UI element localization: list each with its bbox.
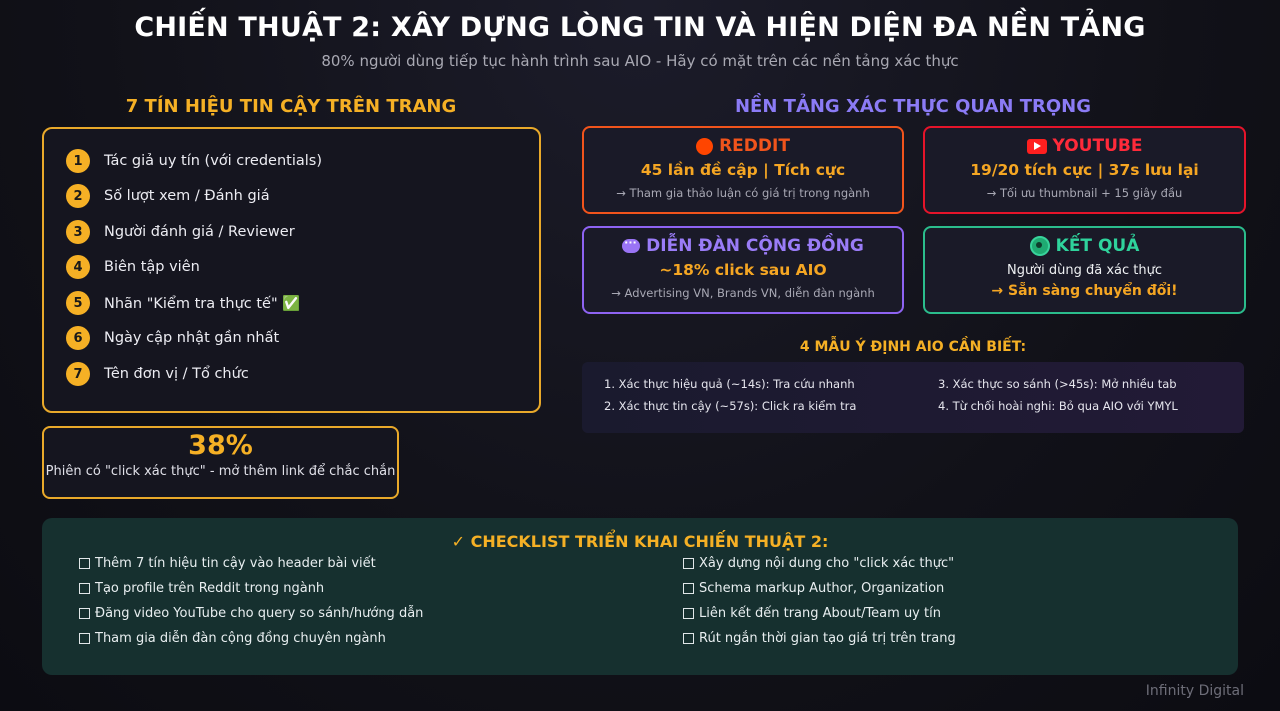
reddit-title: REDDIT: [719, 136, 790, 156]
signal-item: 2 Số lượt xem / Đánh giá: [66, 183, 270, 209]
result-line: Người dùng đã xác thực: [1006, 263, 1163, 278]
result-title: KẾT QUẢ: [1055, 236, 1140, 256]
checklist-label: Xây dựng nội dung cho "click xác thực": [699, 556, 955, 571]
checkbox[interactable]: [683, 608, 694, 619]
number-badge: 7: [66, 362, 90, 386]
number-badge: 6: [66, 326, 90, 350]
checkbox[interactable]: [683, 633, 694, 644]
result-cta: → Sẵn sàng chuyển đổi!: [991, 283, 1178, 299]
number-badge: 5: [66, 291, 90, 315]
checklist-item[interactable]: Liên kết đến trang About/Team uy tín: [683, 606, 941, 621]
youtube-icon: [1026, 138, 1047, 154]
stat-label: Phiên có "click xác thực" - mở thêm link…: [45, 464, 396, 479]
checkbox[interactable]: [79, 583, 90, 594]
checklist-item[interactable]: Thêm 7 tín hiệu tin cậy vào header bài v…: [79, 556, 376, 571]
signal-label: Biên tập viên: [104, 259, 200, 275]
signal-item: 3 Người đánh giá / Reviewer: [66, 219, 295, 245]
signal-label: Tên đơn vị / Tổ chức: [104, 366, 249, 382]
checklist-label: Rút ngắn thời gian tạo giá trị trên tran…: [699, 631, 956, 646]
checkbox[interactable]: [79, 558, 90, 569]
trust-signals-panel: 1 Tác giả uy tín (với credentials) 2 Số …: [42, 127, 541, 413]
verification-click-stat: 38% Phiên có "click xác thực" - mở thêm …: [42, 426, 399, 499]
number-badge: 1: [66, 149, 90, 173]
checklist-item[interactable]: Schema markup Author, Organization: [683, 581, 944, 596]
intent-item: 1. Xác thực hiệu quả (~14s): Tra cứu nha…: [604, 377, 855, 391]
signal-label: Nhãn "Kiểm tra thực tế" ✅: [104, 295, 301, 312]
checklist-label: Liên kết đến trang About/Team uy tín: [699, 606, 941, 621]
intent-item: 2. Xác thực tin cậy (~57s): Click ra kiể…: [604, 399, 857, 413]
signals-heading: 7 TÍN HIỆU TIN CẬY TRÊN TRANG: [125, 96, 457, 117]
signal-label: Số lượt xem / Đánh giá: [104, 188, 270, 204]
checkbox[interactable]: [79, 608, 90, 619]
forum-title: DIỄN ĐÀN CỘNG ĐỒNG: [646, 236, 864, 256]
reddit-icon: [696, 137, 714, 155]
page-subtitle: 80% người dùng tiếp tục hành trình sau A…: [321, 52, 959, 70]
platforms-heading: NỀN TẢNG XÁC THỰC QUAN TRỌNG: [734, 96, 1092, 117]
checklist-label: Schema markup Author, Organization: [699, 581, 945, 596]
checklist-label: Thêm 7 tín hiệu tin cậy vào header bài v…: [95, 556, 376, 571]
intent-item: 3. Xác thực so sánh (>45s): Mở nhiều tab: [938, 377, 1177, 391]
reddit-card-title: REDDIT: [584, 136, 902, 156]
checklist-item[interactable]: Rút ngắn thời gian tạo giá trị trên tran…: [683, 631, 956, 646]
checklist-item[interactable]: Xây dựng nội dung cho "click xác thực": [683, 556, 954, 571]
number-badge: 2: [66, 184, 90, 208]
signal-label: Người đánh giá / Reviewer: [104, 224, 295, 240]
checklist-item[interactable]: Đăng video YouTube cho query so sánh/hướ…: [79, 606, 423, 621]
checklist-panel: ✓ CHECKLIST TRIỂN KHAI CHIẾN THUẬT 2: Th…: [42, 518, 1238, 675]
reddit-note: → Tham gia thảo luận có giá trị trong ng…: [616, 186, 870, 200]
forum-card: DIỄN ĐÀN CỘNG ĐỒNG ~18% click sau AIO → …: [582, 226, 904, 314]
forum-stat: ~18% click sau AIO: [659, 261, 827, 279]
checkbox[interactable]: [683, 583, 694, 594]
number-badge: 3: [66, 220, 90, 244]
intents-panel: 1. Xác thực hiệu quả (~14s): Tra cứu nha…: [582, 362, 1244, 433]
forum-card-title: DIỄN ĐÀN CỘNG ĐỒNG: [584, 236, 902, 256]
signal-label: Ngày cập nhật gần nhất: [104, 330, 280, 346]
checklist-label: Tham gia diễn đàn cộng đồng chuyên ngành: [95, 631, 386, 646]
intent-item: 4. Từ chối hoài nghi: Bỏ qua AIO với YMY…: [938, 399, 1178, 413]
brand-watermark: Infinity Digital: [1145, 683, 1244, 699]
youtube-note: → Tối ưu thumbnail + 15 giây đầu: [986, 186, 1183, 200]
checklist-item[interactable]: Tạo profile trên Reddit trong ngành: [79, 581, 324, 596]
signal-label: Tác giả uy tín (với credentials): [104, 153, 322, 169]
signal-item: 7 Tên đơn vị / Tổ chức: [66, 361, 249, 387]
youtube-title: YOUTUBE: [1052, 136, 1143, 156]
checklist-item[interactable]: Tham gia diễn đàn cộng đồng chuyên ngành: [79, 631, 386, 646]
signal-item: 5 Nhãn "Kiểm tra thực tế" ✅: [66, 290, 300, 316]
target-icon: [1029, 236, 1050, 256]
checkbox[interactable]: [79, 633, 90, 644]
checklist-heading: ✓ CHECKLIST TRIỂN KHAI CHIẾN THUẬT 2:: [451, 532, 829, 551]
result-card: KẾT QUẢ Người dùng đã xác thực → Sẵn sàn…: [923, 226, 1246, 314]
signal-item: 4 Biên tập viên: [66, 254, 200, 280]
youtube-stat: 19/20 tích cực | 37s lưu lại: [970, 161, 1199, 179]
checklist-label: Đăng video YouTube cho query so sánh/hướ…: [95, 606, 424, 621]
result-card-title: KẾT QUẢ: [925, 236, 1244, 256]
signal-item: 1 Tác giả uy tín (với credentials): [66, 148, 322, 174]
page-title: CHIẾN THUẬT 2: XÂY DỰNG LÒNG TIN VÀ HIỆN…: [134, 12, 1146, 43]
youtube-card: YOUTUBE 19/20 tích cực | 37s lưu lại → T…: [923, 126, 1246, 214]
checklist-label: Tạo profile trên Reddit trong ngành: [95, 581, 325, 596]
chat-bubble-icon: [622, 236, 641, 253]
number-badge: 4: [66, 255, 90, 279]
checkbox[interactable]: [683, 558, 694, 569]
reddit-card: REDDIT 45 lần đề cập | Tích cực → Tham g…: [582, 126, 904, 214]
reddit-stat: 45 lần đề cập | Tích cực: [640, 161, 846, 179]
stat-value: 38%: [188, 430, 253, 461]
signal-item: 6 Ngày cập nhật gần nhất: [66, 325, 279, 351]
forum-note: → Advertising VN, Brands VN, diễn đàn ng…: [611, 286, 875, 300]
intents-heading: 4 MẪU Ý ĐỊNH AIO CẦN BIẾT:: [799, 339, 1027, 355]
youtube-card-title: YOUTUBE: [925, 136, 1244, 156]
